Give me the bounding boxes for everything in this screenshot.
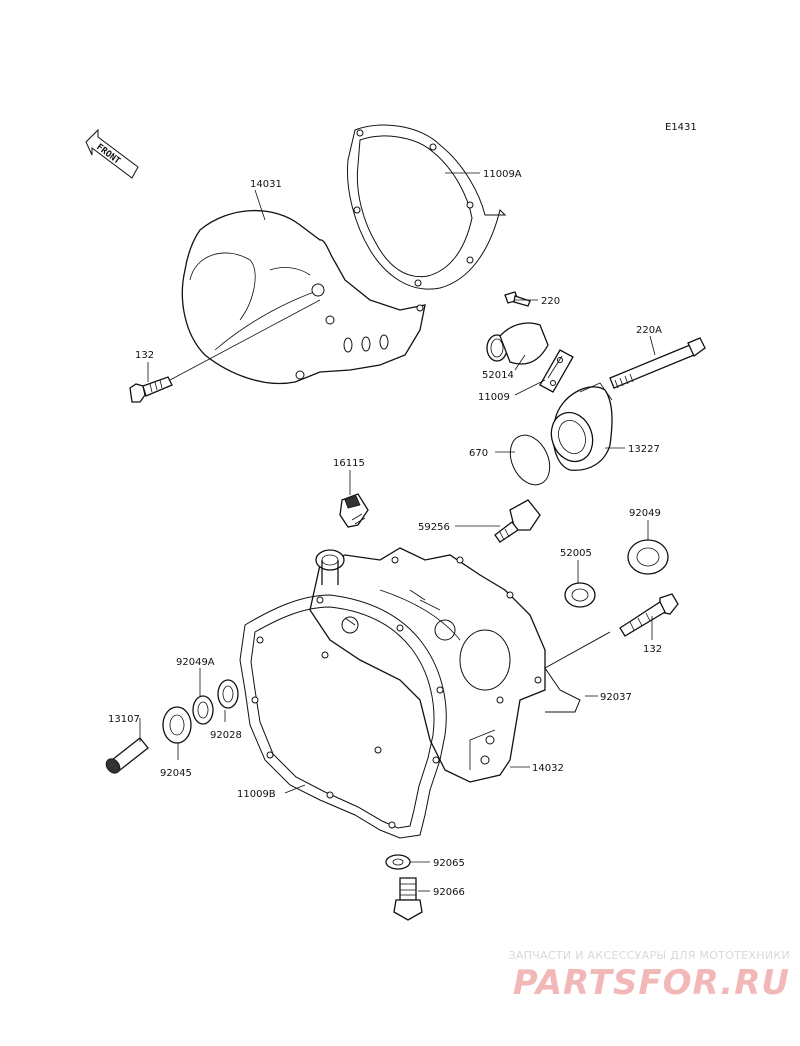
label-13227: 13227 [628, 444, 660, 455]
label-13107: 13107 [108, 714, 140, 725]
label-92045: 92045 [160, 768, 192, 779]
label-92065: 92065 [433, 858, 465, 869]
part-11009-gasket [539, 349, 574, 393]
part-11009A-gasket [346, 124, 507, 290]
label-11009B: 11009B [237, 789, 276, 800]
label-92049: 92049 [629, 508, 661, 519]
part-52014-elbow [486, 322, 549, 365]
label-59256: 59256 [418, 522, 450, 533]
part-132-bolt-bottom [619, 593, 679, 637]
part-220-bolt [504, 291, 531, 307]
label-14032: 14032 [532, 763, 564, 774]
label-16115: 16115 [333, 458, 365, 469]
part-14032-cover [309, 547, 546, 783]
label-92066: 92066 [433, 887, 465, 898]
label-670: 670 [469, 448, 488, 459]
label-220A: 220A [636, 325, 662, 336]
part-92045-bearing [162, 706, 192, 744]
part-14031-cover [169, 209, 426, 385]
part-13107-shaft [105, 737, 149, 774]
watermark-logo: PARTSFOR.RU [512, 963, 790, 1003]
label-220: 220 [541, 296, 560, 307]
leader-lines [139, 172, 656, 892]
part-92066-bolt [393, 877, 423, 921]
label-52014: 52014 [482, 370, 514, 381]
part-220A-bolt [609, 337, 706, 389]
label-132-top: 132 [135, 350, 154, 361]
label-92028: 92028 [210, 730, 242, 741]
diagram-code: E1431 [665, 122, 697, 133]
label-14031: 14031 [250, 179, 282, 190]
front-label: FRONT [94, 142, 122, 167]
front-arrow-icon: FRONT [85, 128, 139, 179]
label-132-bottom: 132 [643, 644, 662, 655]
label-92049A: 92049A [176, 657, 215, 668]
part-92028-collar [217, 679, 239, 709]
part-59256-sensor [494, 499, 541, 543]
part-92049-seal [627, 539, 669, 575]
label-11009A: 11009A [483, 169, 522, 180]
label-11009: 11009 [478, 392, 510, 403]
part-670-oring [509, 434, 551, 486]
label-52005: 52005 [560, 548, 592, 559]
part-92065-washer [385, 854, 411, 870]
part-92037-wire [544, 631, 611, 713]
part-13227-housing [550, 382, 613, 471]
part-52005-bearing [564, 582, 596, 608]
part-132-bolt-top [129, 376, 173, 403]
part-92049A-seal [192, 695, 214, 725]
part-16115-plug [339, 493, 369, 528]
watermark-tagline: ЗАПЧАСТИ И АКСЕССУАРЫ ДЛЯ МОТОТЕХНИКИ [508, 949, 790, 962]
label-92037: 92037 [600, 692, 632, 703]
part-11009B-gasket [239, 594, 447, 839]
